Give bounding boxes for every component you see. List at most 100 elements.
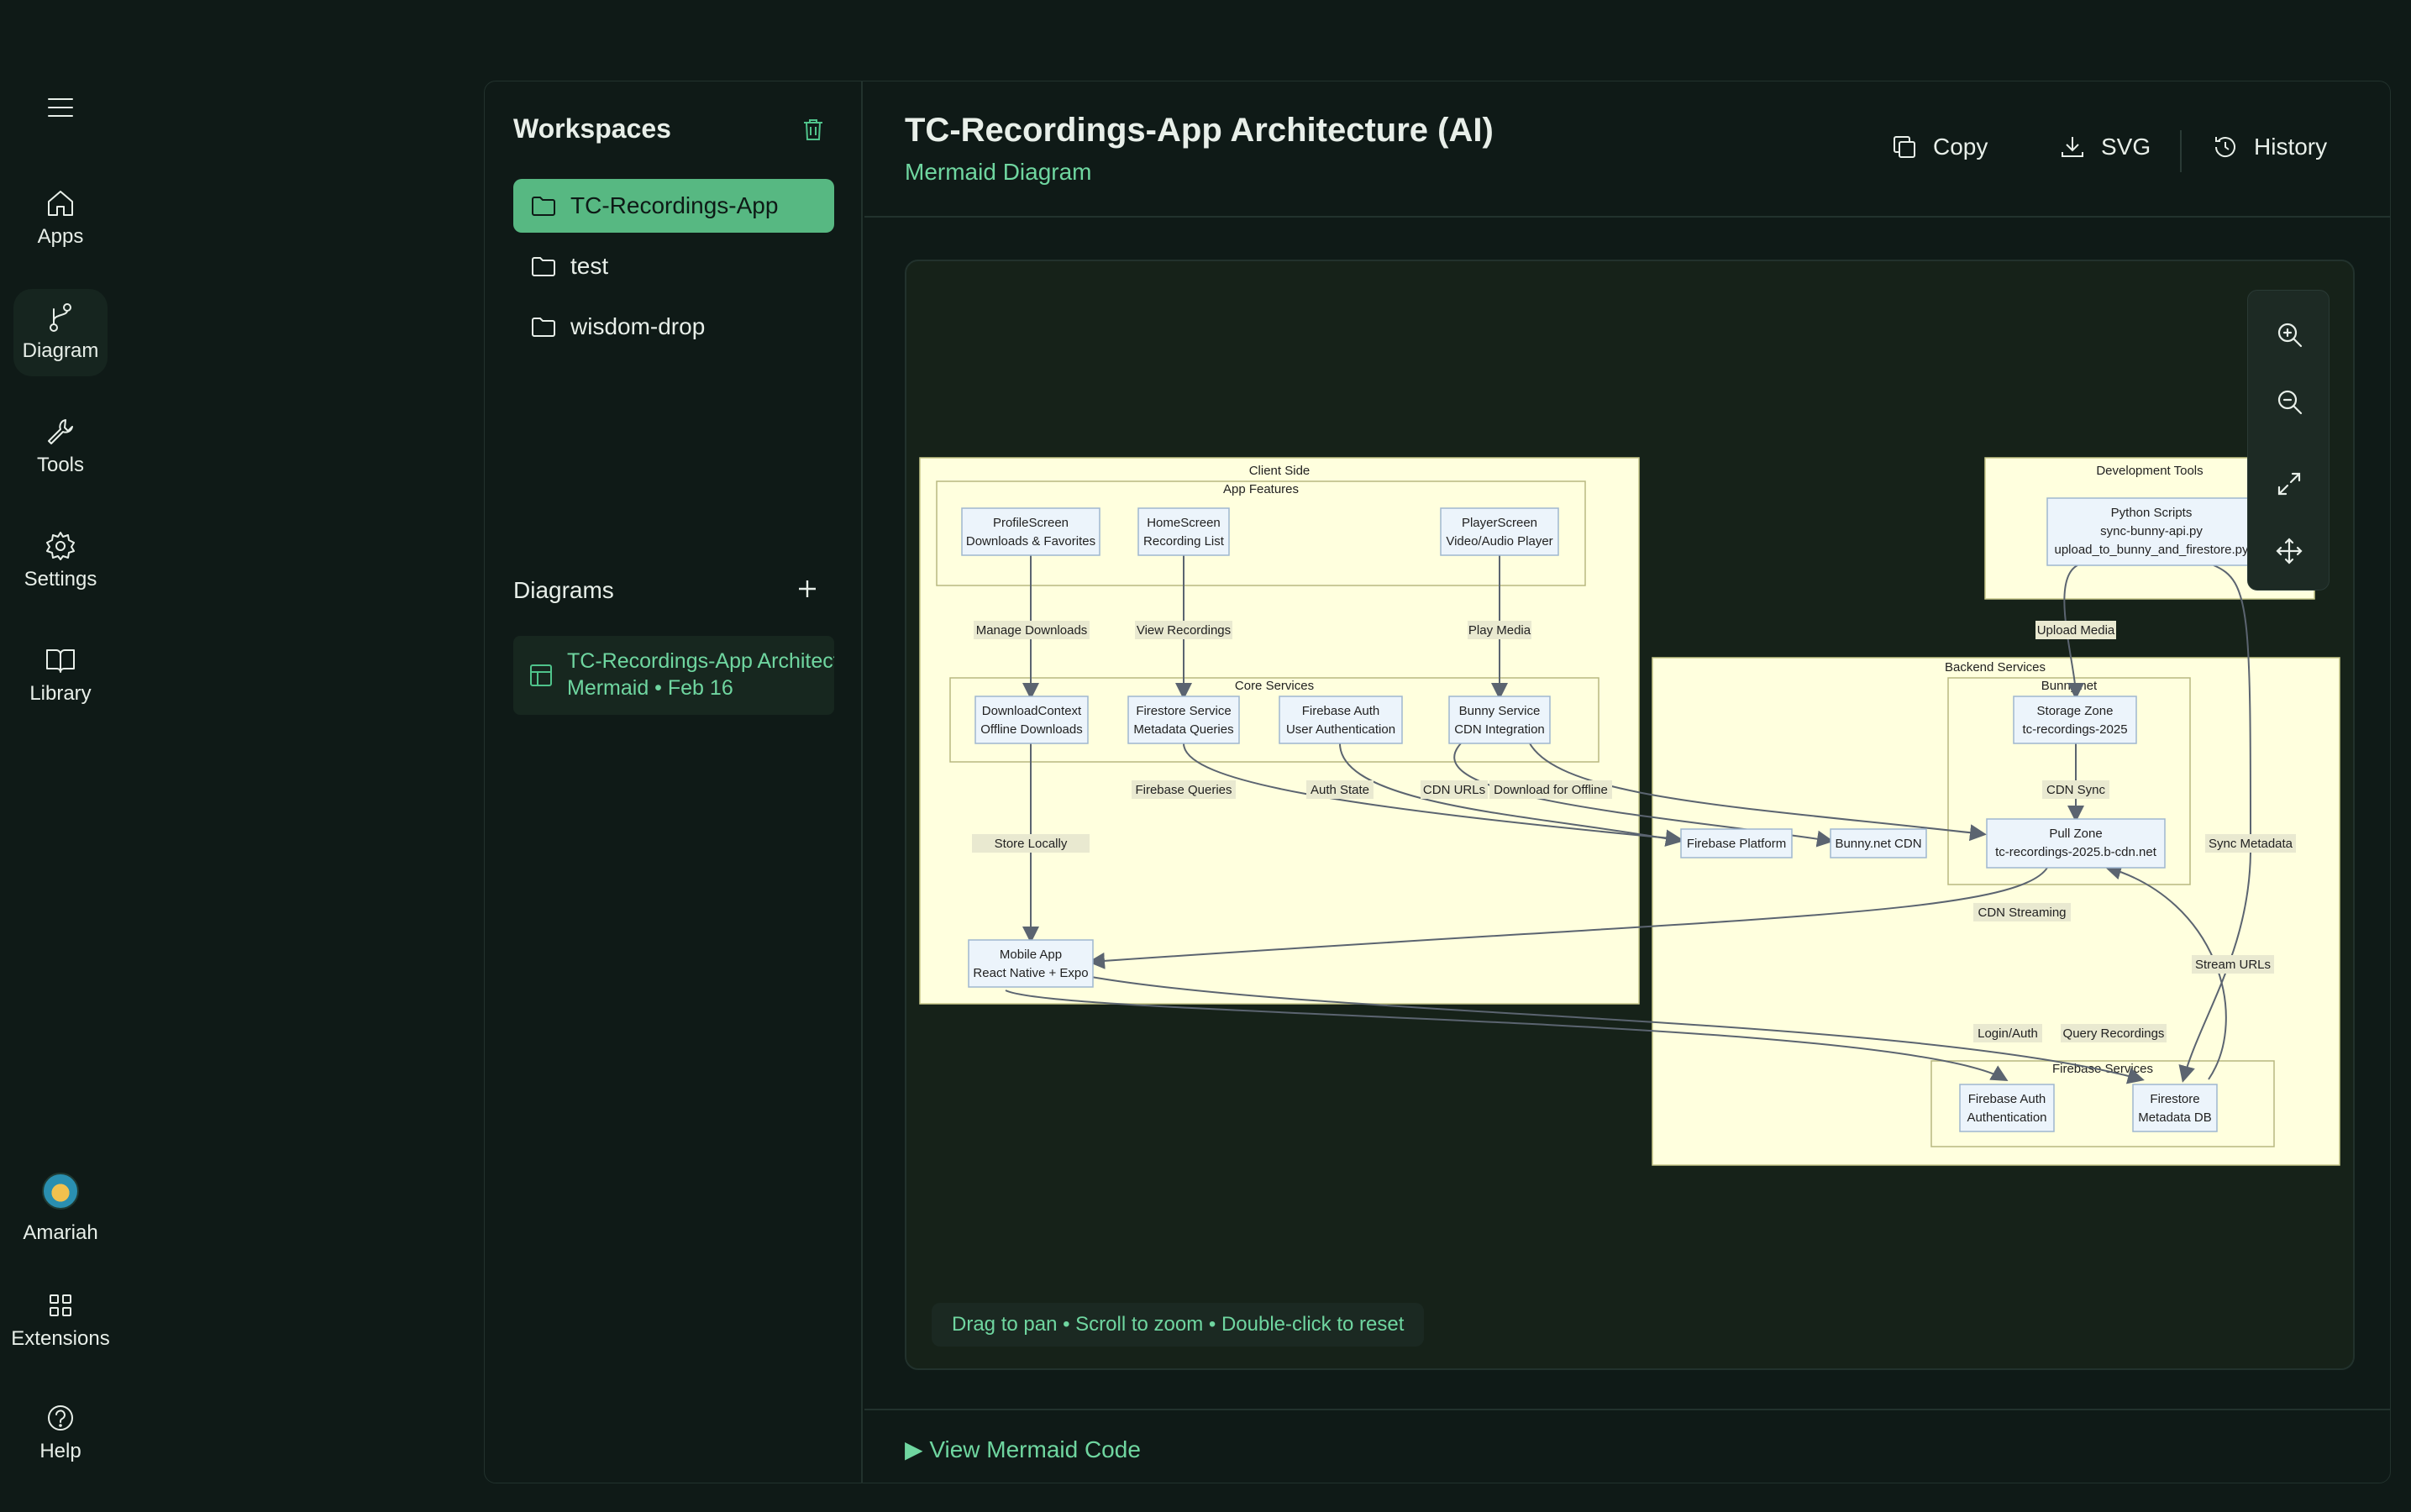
group-label: App Features [1223, 482, 1299, 496]
nav-tools[interactable]: Tools [0, 415, 121, 477]
nav-help-label: Help [39, 1440, 81, 1462]
architecture-diagram: Client Side App Features Core Services D… [919, 457, 2340, 1166]
workspace-folder-label: TC-Recordings-App [570, 192, 779, 218]
plus-icon [799, 580, 816, 597]
workspace-folder-label: wisdom-drop [570, 313, 706, 339]
user-profile[interactable]: Amariah [0, 1173, 121, 1245]
history-label: History [2254, 134, 2328, 160]
node-python-scripts [2046, 497, 2256, 566]
node-text: Bunny.net CDN [1835, 837, 1921, 851]
diagram-item-meta: Mermaid • Feb 16 [567, 676, 733, 700]
nav-apps[interactable]: Apps [0, 186, 121, 249]
edge-label: CDN URLs [1423, 783, 1485, 797]
diagram-canvas[interactable]: Client Side App Features Core Services D… [905, 260, 2355, 1370]
node-bunny-cdn [1830, 828, 1927, 858]
node-profile-screen [961, 507, 1100, 556]
trash-icon [804, 119, 822, 140]
group-label: Bunny.net [2041, 679, 2098, 693]
page-subtitle: Mermaid Diagram [905, 159, 1092, 185]
content-area: TC-Recordings-App Architecture (AI) Merm… [864, 81, 2390, 1483]
node-text: PlayerScreen [1462, 516, 1537, 530]
node-firebase-platform [1680, 828, 1793, 858]
pan-button[interactable] [2272, 534, 2306, 568]
add-diagram-button[interactable] [791, 572, 824, 606]
nav-active-highlight [13, 289, 108, 376]
toolbar-divider [2180, 130, 2182, 172]
node-text: Metadata Queries [1133, 722, 1233, 737]
nav-rail: Apps Diagram Tools Settings Library Amar… [0, 0, 121, 1512]
edge-label: Stream URLs [2195, 958, 2271, 972]
header-divider [864, 216, 2390, 218]
delete-workspace-button[interactable] [799, 115, 827, 144]
nav-settings-label: Settings [24, 568, 97, 591]
history-button[interactable]: History [2212, 134, 2327, 160]
zoom-in-icon [2277, 323, 2303, 348]
node-text: DownloadContext [982, 704, 1082, 718]
folder-icon [532, 257, 555, 276]
wrench-icon [48, 419, 73, 444]
nav-diagram[interactable]: Diagram [0, 301, 121, 363]
node-text: Firestore Service [1136, 704, 1231, 718]
node-text: Metadata DB [2138, 1110, 2212, 1125]
node-firebase-auth [1959, 1084, 2055, 1132]
node-text: CDN Integration [1454, 722, 1545, 737]
zoom-in-button[interactable] [2272, 318, 2306, 351]
nav-tools-label: Tools [36, 454, 85, 476]
workspace-folder-test[interactable]: test [513, 239, 834, 293]
node-home-screen [1137, 507, 1230, 556]
node-text: Python Scripts [2111, 506, 2193, 520]
node-mobile-app [968, 939, 1094, 988]
edge-label: Play Media [1468, 623, 1531, 638]
avatar [42, 1173, 79, 1210]
copy-label: Copy [1933, 134, 1988, 160]
edge-label: Sync Metadata [2209, 837, 2293, 851]
nav-extensions[interactable]: Extensions [0, 1289, 121, 1351]
node-text: Bunny Service [1459, 704, 1541, 718]
copy-button[interactable]: Copy [1891, 134, 1988, 160]
workspaces-title: Workspaces [513, 113, 671, 144]
edge-label: Download for Offline [1494, 783, 1608, 797]
svg-label: SVG [2101, 134, 2151, 160]
fit-view-button[interactable] [2272, 467, 2306, 501]
book-icon [46, 649, 75, 673]
edge-label: Query Recordings [2063, 1026, 2165, 1041]
workspace-folder-tc-recordings[interactable]: TC-Recordings-App [513, 179, 834, 233]
group-label: Backend Services [1945, 660, 2046, 675]
diagram-list-item[interactable]: TC-Recordings-App Architecture (AI) Merm… [513, 636, 834, 715]
diagram-item-name: TC-Recordings-App Architecture (AI) [567, 649, 834, 673]
node-text: Firebase Platform [1687, 837, 1786, 851]
nav-diagram-label: Diagram [22, 339, 99, 362]
node-text: React Native + Expo [973, 966, 1088, 980]
nav-help[interactable]: Help [0, 1401, 121, 1463]
nav-settings[interactable]: Settings [0, 529, 121, 591]
node-text: Downloads & Favorites [966, 534, 1095, 549]
node-text: sync-bunny-api.py [2100, 524, 2203, 538]
hamburger-icon [48, 98, 73, 117]
edge-label: Manage Downloads [976, 623, 1088, 638]
nav-library[interactable]: Library [0, 643, 121, 706]
node-text: User Authentication [1286, 722, 1395, 737]
edge-label: View Recordings [1137, 623, 1231, 638]
diagrams-title: Diagrams [513, 577, 614, 603]
node-text: Offline Downloads [980, 722, 1082, 737]
folder-icon [532, 318, 555, 337]
node-text: upload_to_bunny_and_firestore.py [2054, 543, 2249, 557]
node-text: tc-recordings-2025 [2022, 722, 2127, 737]
node-text: Authentication [1967, 1110, 2046, 1125]
move-icon [2276, 538, 2303, 564]
layout-icon [530, 664, 552, 686]
canvas-hint: Drag to pan • Scroll to zoom • Double-cl… [932, 1303, 1425, 1347]
edge-label: Store Locally [995, 837, 1068, 851]
group-label: Client Side [1249, 464, 1311, 478]
menu-button[interactable] [0, 91, 121, 124]
svg-download-button[interactable]: SVG [2059, 134, 2151, 160]
node-text: Mobile App [1000, 948, 1062, 962]
node-text: Recording List [1143, 534, 1225, 549]
view-mermaid-code-toggle[interactable]: ▶ View Mermaid Code [905, 1436, 1141, 1462]
zoom-out-button[interactable] [2272, 385, 2306, 418]
node-text: tc-recordings-2025.b-cdn.net [1995, 845, 2157, 859]
node-text: Firestore [2150, 1092, 2199, 1106]
workspace-folder-label: test [570, 253, 609, 279]
edge-label: Upload Media [2037, 623, 2115, 638]
workspace-folder-wisdom-drop[interactable]: wisdom-drop [513, 300, 834, 354]
